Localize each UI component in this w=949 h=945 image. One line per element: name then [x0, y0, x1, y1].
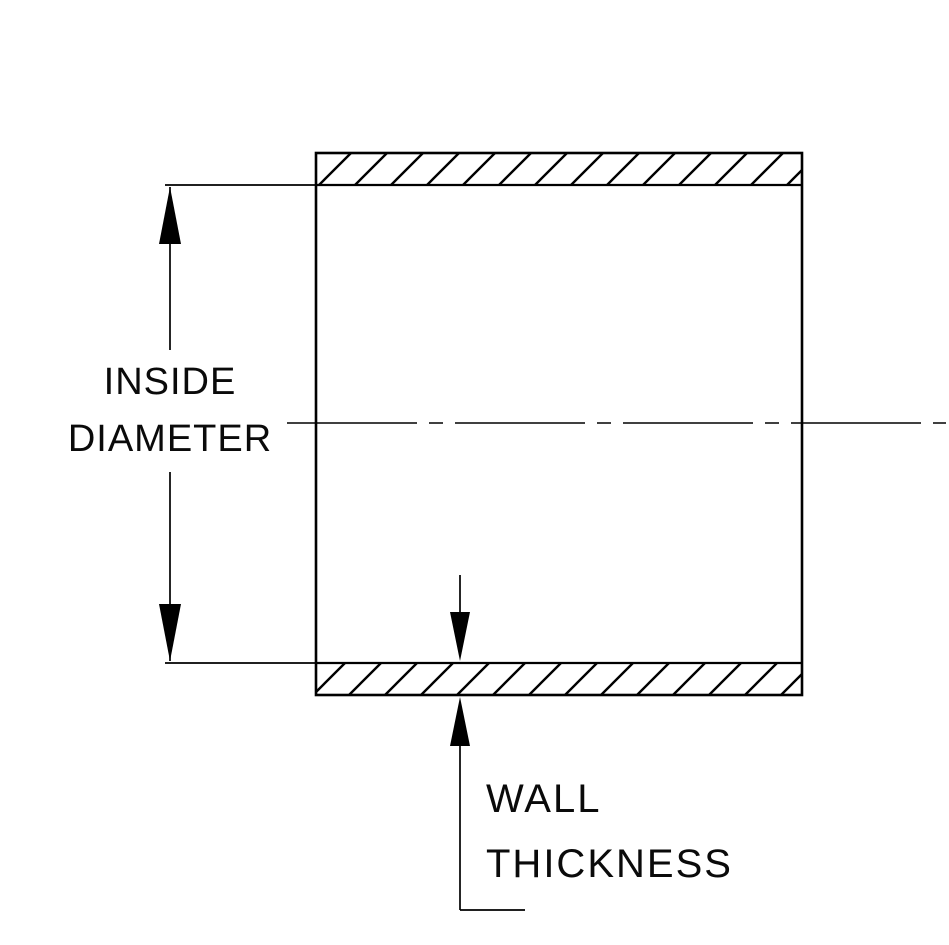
arrow-up-icon [450, 697, 470, 746]
wall-thickness-dimension: WALL THICKNESS [450, 575, 733, 911]
coupler-body [314, 151, 804, 697]
top-wall-hatch [316, 153, 802, 185]
inside-diameter-dimension: INSIDE DIAMETER [68, 184, 316, 664]
arrow-up-icon [159, 187, 181, 244]
arrow-down-icon [450, 612, 470, 661]
wall-thickness-label-line1: WALL [486, 777, 601, 821]
bottom-wall-hatch [316, 663, 802, 695]
inside-diameter-label-line2: DIAMETER [68, 418, 272, 460]
inside-diameter-label-line1: INSIDE [104, 361, 237, 403]
coupler-outline [314, 151, 804, 697]
arrow-down-icon [159, 604, 181, 661]
wall-thickness-label-line2: THICKNESS [486, 842, 733, 886]
